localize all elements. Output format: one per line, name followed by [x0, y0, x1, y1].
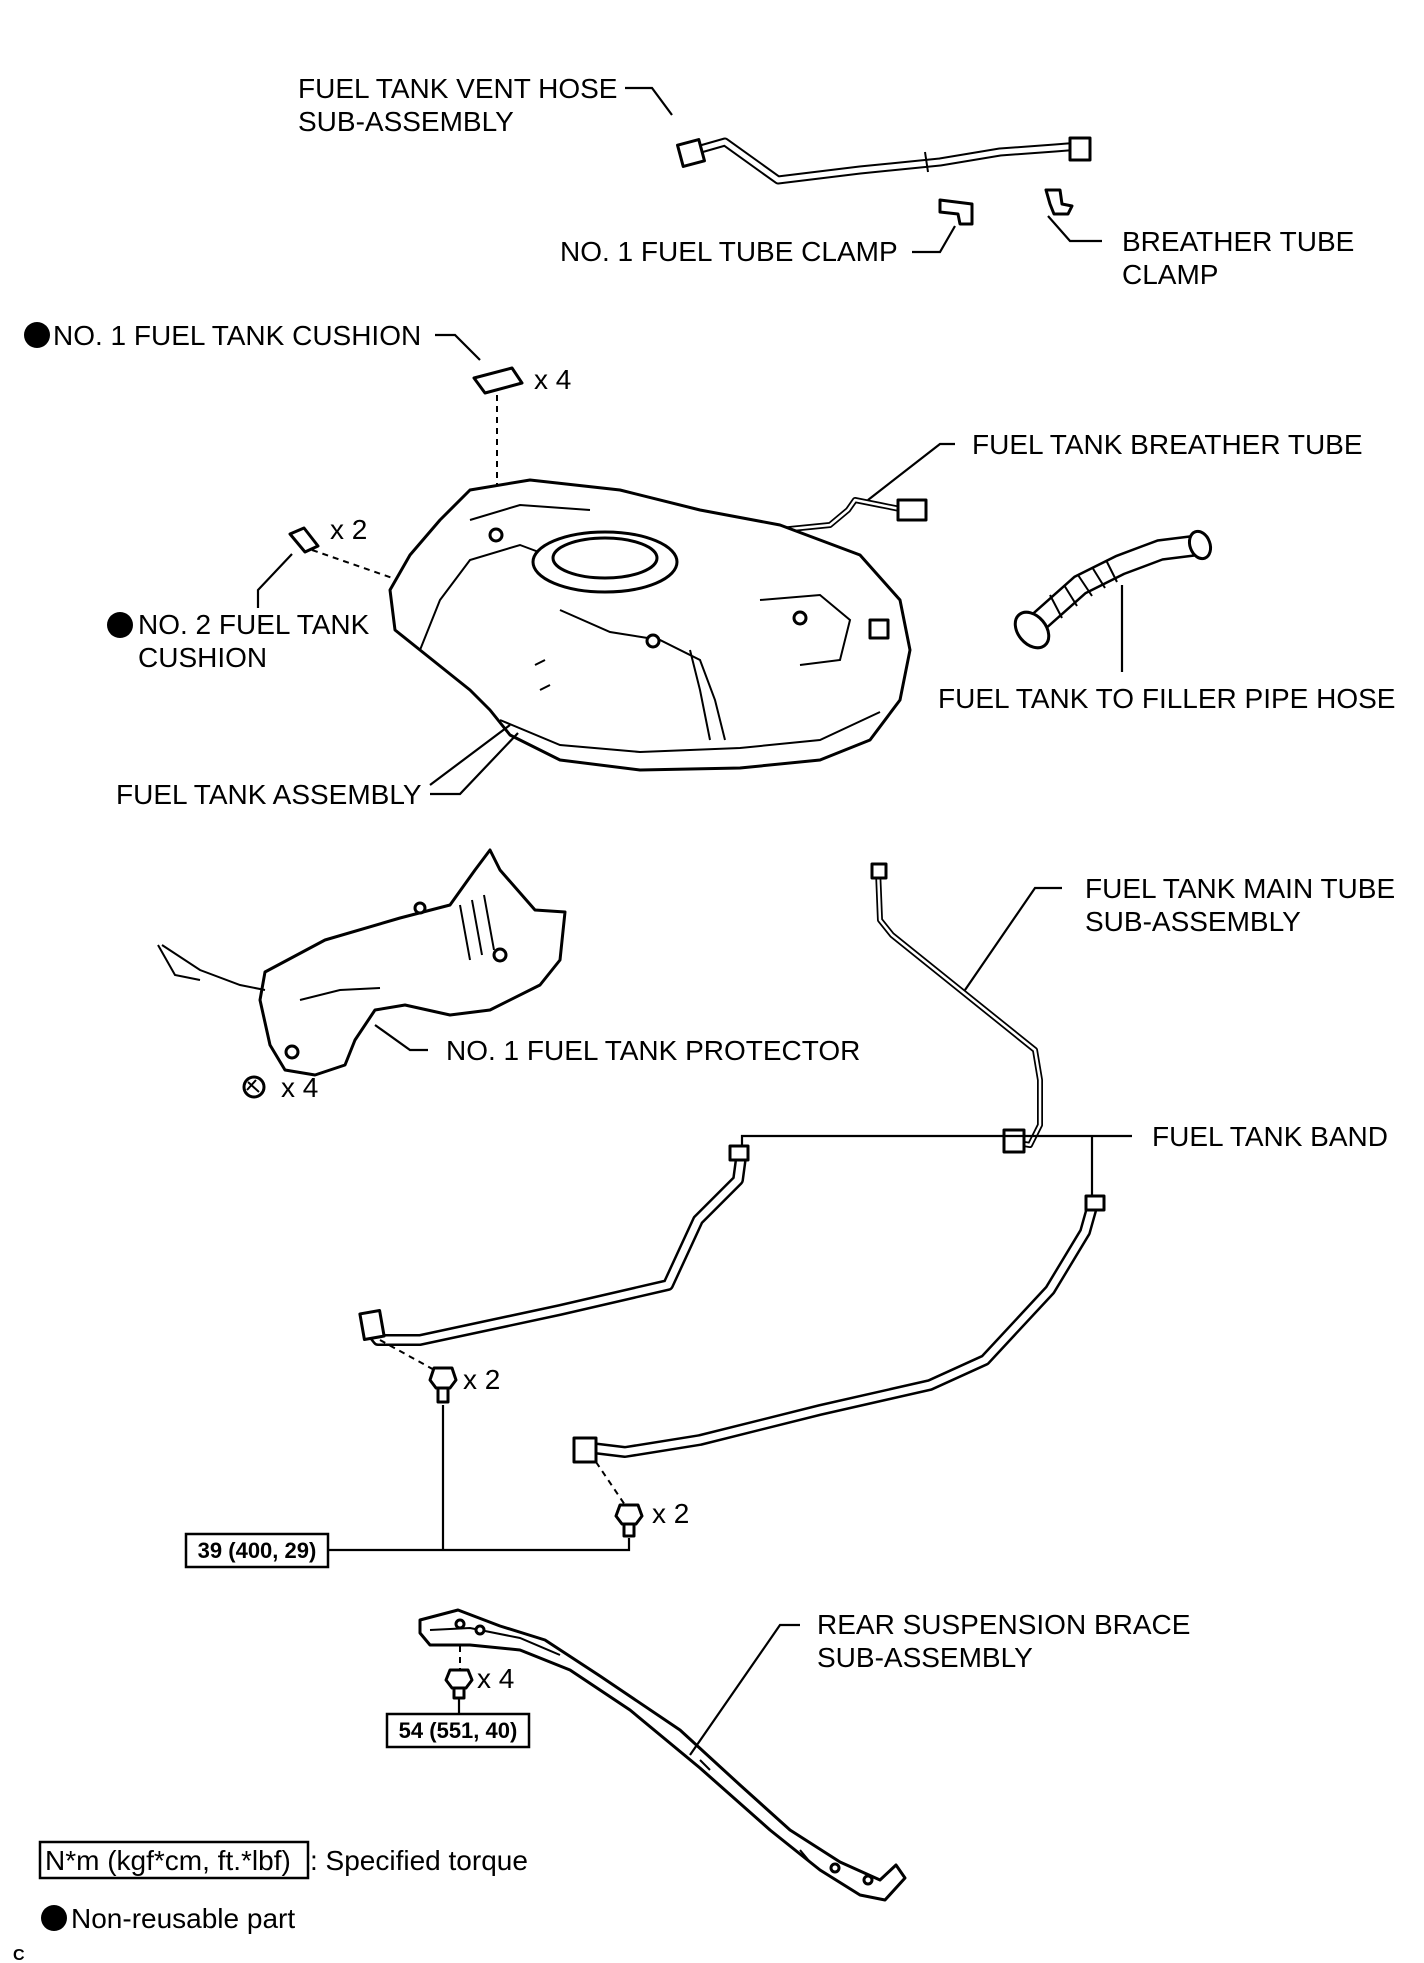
main-tube-label-line1: FUEL TANK MAIN TUBE — [1085, 873, 1395, 904]
fuel-tank-assembly — [388, 478, 912, 772]
fuel-tank-main-tube — [870, 862, 1043, 1154]
brace-bolt-qty: x 4 — [477, 1663, 514, 1694]
protector-label: NO. 1 FUEL TANK PROTECTOR — [446, 1035, 860, 1066]
legend-torque-box — [38, 1840, 310, 1880]
breather-tube-clamp-label-line1: BREATHER TUBE — [1122, 226, 1354, 257]
fuel-tank-band-right — [572, 1194, 1106, 1464]
non-reusable-legend-icon — [41, 1905, 67, 1931]
breather-tube-label: FUEL TANK BREATHER TUBE — [972, 429, 1363, 460]
rear-suspension-brace — [418, 1608, 907, 1902]
fuel-tank-vent-hose — [676, 136, 1092, 185]
band-bolt-left-qty: x 2 — [463, 1364, 500, 1395]
band-bolt-torque: 39 (400, 29) — [198, 1538, 317, 1563]
cushion2-label-line2: CUSHION — [138, 642, 267, 673]
fuel-tank-protector — [157, 848, 567, 1077]
legend-torque-units: N*m (kgf*cm, ft.*lbf) — [45, 1845, 291, 1876]
fuel-tank-cushion-1 — [472, 366, 524, 395]
fuel-tank-cushion-2 — [288, 526, 320, 554]
fuel-tube-clamp — [938, 198, 974, 226]
band-bolt-right-qty: x 2 — [652, 1498, 689, 1529]
protector-clip-icon — [242, 1075, 266, 1099]
corner-code: C — [13, 1947, 25, 1963]
tank-band-label: FUEL TANK BAND — [1152, 1121, 1388, 1152]
brace-label-line1: REAR SUSPENSION BRACE — [817, 1609, 1190, 1640]
legend-non-reusable: Non-reusable part — [71, 1903, 295, 1934]
non-reusable-mark-icon — [107, 612, 133, 638]
band-bolt-left-icon — [428, 1366, 458, 1404]
cushion1-label: NO. 1 FUEL TANK CUSHION — [53, 320, 421, 351]
fuel-tank-assembly-label: FUEL TANK ASSEMBLY — [116, 779, 422, 810]
breather-tube-clamp — [1044, 188, 1074, 216]
vent-hose-label-line1: FUEL TANK VENT HOSE — [298, 73, 617, 104]
brace-torque-box — [385, 1712, 531, 1749]
filler-pipe-hose-label: FUEL TANK TO FILLER PIPE HOSE — [938, 683, 1395, 714]
brace-bolt-torque: 54 (551, 40) — [399, 1718, 518, 1743]
band-torque-box — [184, 1532, 330, 1569]
brace-label-line2: SUB-ASSEMBLY — [817, 1642, 1033, 1673]
main-tube-label-line2: SUB-ASSEMBLY — [1085, 906, 1301, 937]
legend-torque-text: : Specified torque — [310, 1845, 528, 1876]
protector-clip-qty: x 4 — [281, 1072, 318, 1103]
non-reusable-mark-icon — [24, 322, 50, 348]
cushion2-qty: x 2 — [330, 514, 367, 545]
vent-hose-label-line2: SUB-ASSEMBLY — [298, 106, 514, 137]
brace-bolt-icon — [444, 1668, 474, 1700]
band-bolt-right-icon — [614, 1503, 644, 1538]
breather-tube-clamp-label-line2: CLAMP — [1122, 259, 1218, 290]
cushion1-qty: x 4 — [534, 364, 571, 395]
fuel-tank-to-filler-pipe-hose — [1013, 529, 1213, 650]
cushion2-label-line1: NO. 2 FUEL TANK — [138, 609, 370, 640]
fuel-tank-band-left — [358, 1144, 750, 1346]
fuel-tube-clamp-label: NO. 1 FUEL TUBE CLAMP — [560, 236, 898, 267]
